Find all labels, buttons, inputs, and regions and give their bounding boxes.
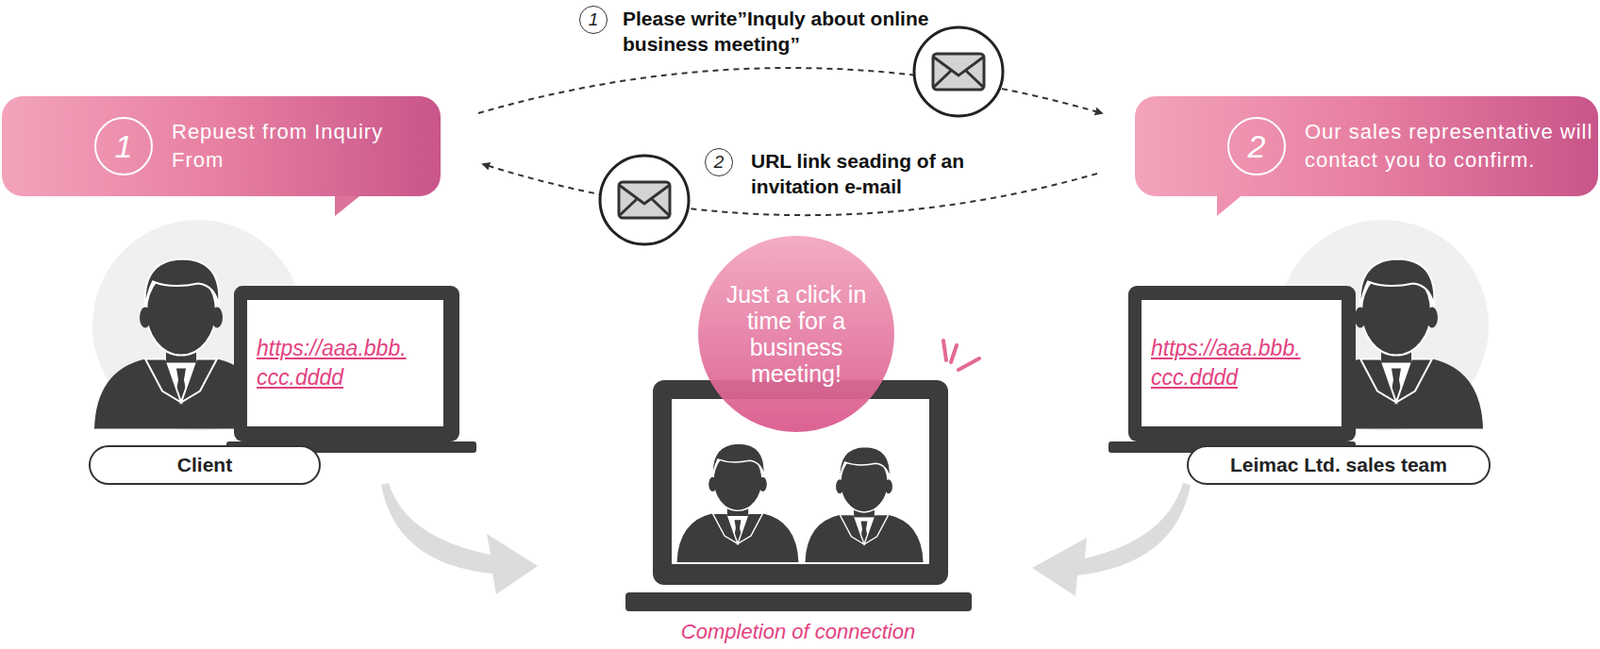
url-text: https://aaa.bbb. ccc.dddd [1150,333,1342,393]
role-label: Leimac Ltd. sales team [1230,453,1448,477]
bubble-text: Our sales representative will contact yo… [1304,117,1599,175]
laptop-base [625,592,972,612]
callout-number: 1 [579,5,608,34]
edge-label: Please write”Inquly about online busines… [622,5,934,57]
flow-arrow [381,483,538,595]
circle-shape [698,235,895,433]
meeting-person [677,443,800,563]
role-label: Client [177,453,233,477]
pill-node: Client [88,445,321,485]
envelope-icon [914,27,1003,117]
laptop-lid [1128,285,1356,442]
screen-node: https://aaa.bbb. ccc.dddd [247,300,444,427]
sparkle [943,340,980,370]
bubble-node: 2 Our sales representative will contact y… [1134,96,1599,197]
step-number: 1 [94,116,153,176]
badge-text: Just a click in time for a business meet… [716,281,877,387]
url-text: https://aaa.bbb. ccc.dddd [256,333,444,393]
dashed-connector [478,67,1102,114]
edge-label: URL link seading of an invitation e-mail [750,148,997,200]
caption: Completion of connection [681,619,916,645]
envelope-icon [600,155,689,245]
bubble-node: 1 Repuest from Inquiry From [1,96,441,197]
pill-node: Leimac Ltd. sales team [1186,445,1491,485]
step-number: 2 [1227,116,1286,176]
bubble-text: Repuest from Inquiry From [171,117,441,175]
meeting-person [804,447,923,563]
flow-arrow [1032,483,1191,597]
callout-number: 2 [704,148,734,177]
laptop-lid [233,285,460,442]
circle-node: Just a click in time for a business meet… [698,235,895,433]
screen-node: https://aaa.bbb. ccc.dddd [1141,300,1342,427]
